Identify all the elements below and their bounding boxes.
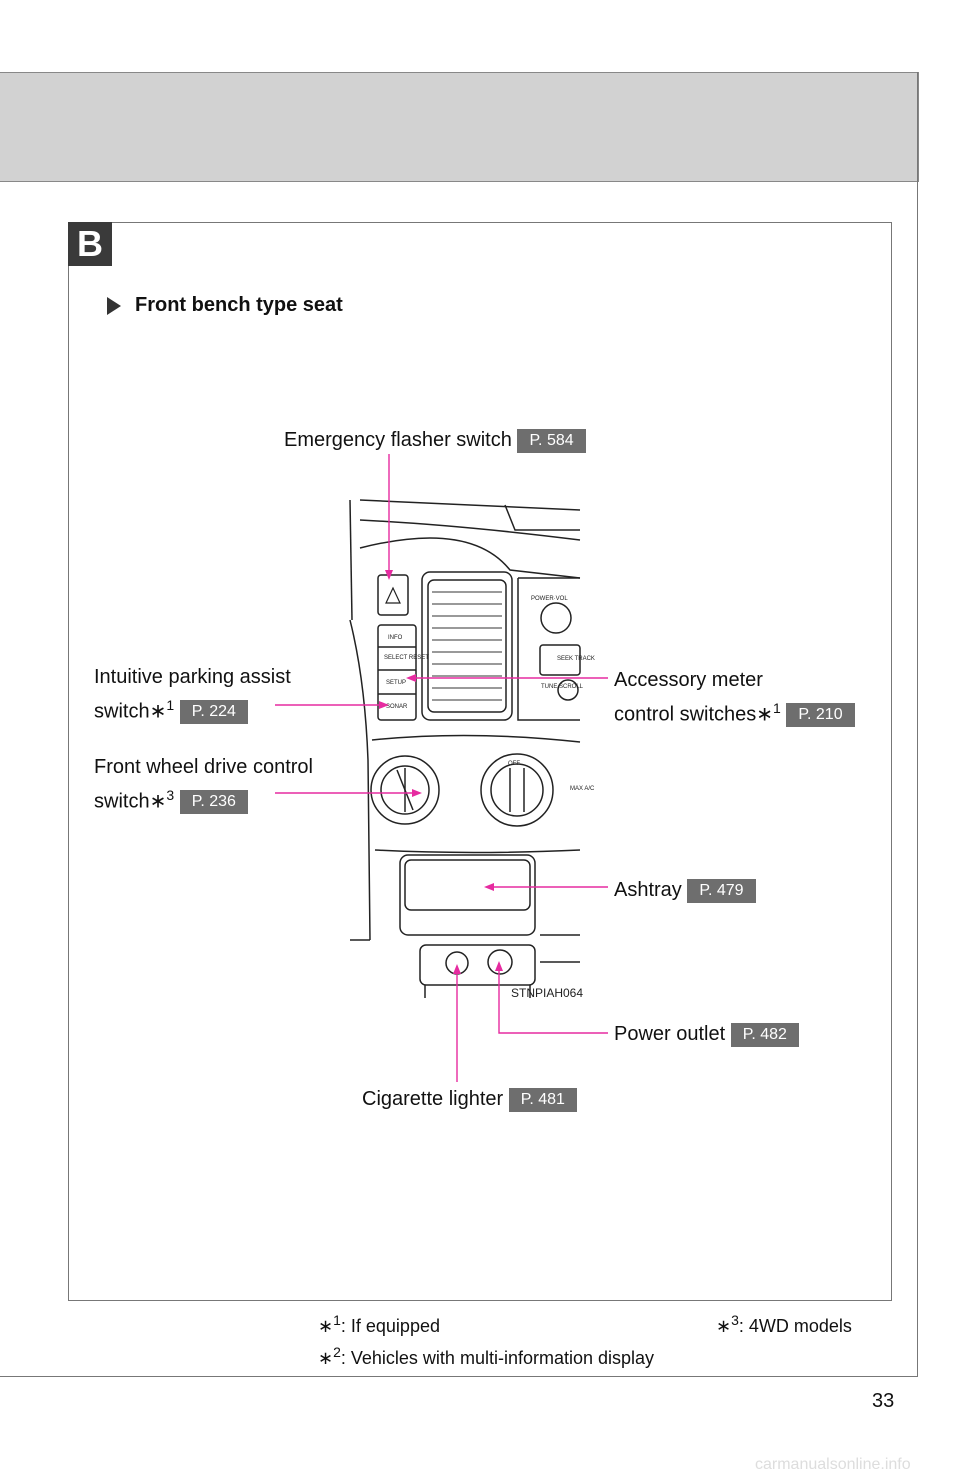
page-ref-236[interactable]: P. 236 [179, 790, 248, 815]
section-heading: Front bench type seat [107, 294, 343, 317]
arrowhead-ashtray [484, 883, 494, 891]
footnote-1: ∗1: If equipped [318, 1312, 440, 1337]
callout-emergency-text: Emergency flasher switch [284, 429, 512, 451]
arrowhead-parking [379, 701, 389, 709]
asterisk-icon: ∗ [149, 790, 167, 813]
info-label: INFO [388, 635, 403, 641]
off-label: OFF [508, 761, 520, 767]
callout-parking-line1: Intuitive parking assist [94, 666, 291, 688]
footnote-marker: 1 [773, 700, 781, 716]
arrowhead-fwd [412, 789, 422, 797]
callout-accessory: Accessory meter control switches∗1 P. 21… [614, 666, 855, 729]
hazard-triangle-icon [385, 586, 401, 604]
footnote-2-marker: 2 [333, 1344, 341, 1360]
page-ref-481[interactable]: P. 481 [508, 1087, 577, 1112]
seek-track-label: SEEK TRACK [557, 656, 595, 662]
sonar-label: SONAR [386, 704, 408, 710]
footnote-2-text: : Vehicles with multi-information displa… [340, 1348, 655, 1368]
page-ref-210[interactable]: P. 210 [786, 703, 855, 728]
page-ref-479[interactable]: P. 479 [687, 878, 756, 903]
section-badge: B [68, 222, 112, 266]
footnote-marker: 3 [166, 787, 175, 803]
callout-fwd-line1: Front wheel drive control [94, 756, 313, 778]
footnote-3: ∗3: 4WD models [716, 1312, 852, 1337]
footnote-2: ∗2: Vehicles with multi-information disp… [318, 1344, 654, 1369]
arrowhead-emergency [385, 570, 393, 580]
callout-power-text: Power outlet [614, 1023, 726, 1045]
callout-cigarette-text: Cigarette lighter [362, 1088, 504, 1110]
footnote-1-text: : If equipped [340, 1316, 440, 1336]
footnote-3-text: : 4WD models [738, 1316, 852, 1336]
callout-emergency: Emergency flasher switch P. 584 [284, 426, 586, 454]
max-ac-label: MAX A/C [570, 786, 595, 792]
asterisk-icon: ∗ [318, 1348, 334, 1368]
callout-power: Power outlet P. 482 [614, 1020, 799, 1048]
asterisk-icon: ∗ [149, 700, 167, 723]
callout-accessory-line1: Accessory meter [614, 669, 763, 691]
callout-ashtray: Ashtray P. 479 [614, 876, 756, 904]
page-ref-482[interactable]: P. 482 [730, 1022, 799, 1047]
page-frame [0, 72, 918, 1377]
callout-accessory-line2: control switches [614, 703, 757, 726]
leader-power [498, 965, 608, 1034]
asterisk-icon: ∗ [756, 703, 774, 726]
callout-cigarette: Cigarette lighter P. 481 [362, 1085, 577, 1113]
page-ref-584[interactable]: P. 584 [517, 428, 586, 453]
triangle-bullet-icon [107, 296, 121, 315]
heading-text: Front bench type seat [135, 294, 343, 316]
page-number: 33 [872, 1390, 895, 1412]
tune-scroll-label: TUNE SCROLL [541, 684, 584, 690]
select-reset-label: SELECT RESET [384, 655, 429, 661]
page-ref-224[interactable]: P. 224 [179, 700, 248, 725]
section-box [68, 222, 892, 1301]
power-vol-label: POWER·VOL [531, 596, 568, 602]
callout-ashtray-text: Ashtray [614, 879, 682, 901]
illustration-code: STNPIAH064 [511, 986, 583, 1000]
callout-parking-line2: switch [94, 700, 150, 723]
callout-fwd: Front wheel drive control switch∗3 P. 23… [94, 753, 313, 816]
arrowhead-power [495, 961, 503, 971]
callout-fwd-line2: switch [94, 790, 150, 813]
asterisk-icon: ∗ [716, 1316, 732, 1336]
watermark: carmanualsonline.info [755, 1456, 911, 1473]
footnote-marker: 1 [166, 697, 175, 713]
footnote-1-marker: 1 [333, 1312, 341, 1328]
setup-label: SETUP [386, 680, 406, 686]
header-band [0, 72, 919, 182]
arrowhead-cigarette [453, 964, 461, 974]
footnote-3-marker: 3 [731, 1312, 739, 1328]
arrowhead-accessory [406, 674, 416, 682]
asterisk-icon: ∗ [318, 1316, 334, 1336]
callout-parking: Intuitive parking assist switch∗1 P. 224 [94, 663, 291, 726]
